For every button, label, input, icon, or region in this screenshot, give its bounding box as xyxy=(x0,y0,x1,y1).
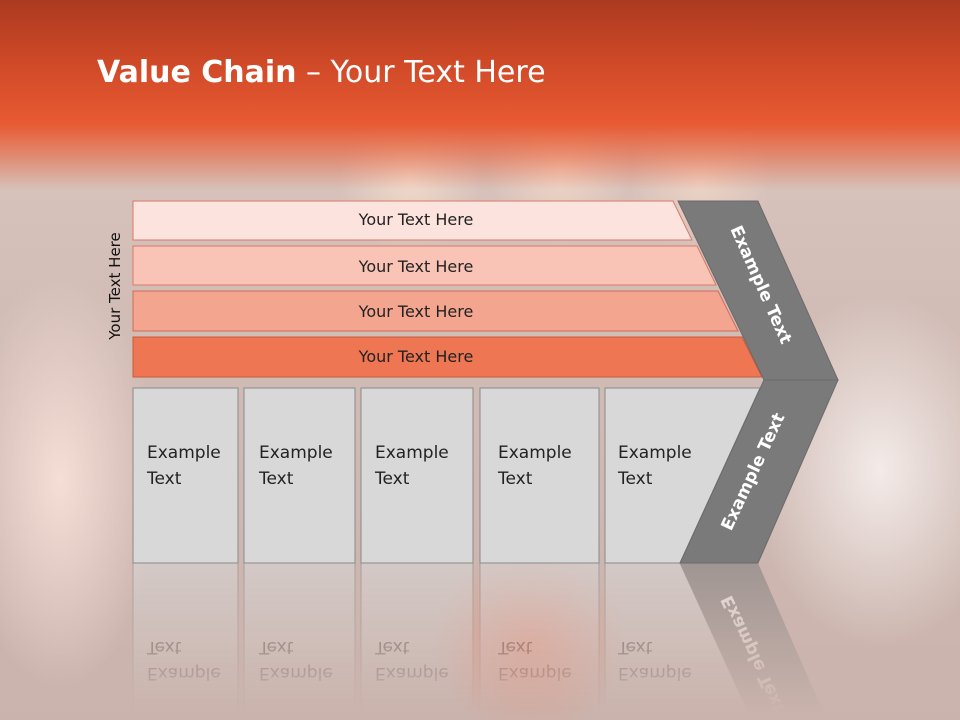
bar-3-label: Your Text Here xyxy=(358,302,474,321)
box-3 xyxy=(360,387,474,564)
chevron-lower xyxy=(679,379,839,564)
box-4-line1: Example xyxy=(498,443,572,463)
box-2 xyxy=(243,387,356,564)
slide-title-bold: Value Chain xyxy=(97,55,297,90)
bar-2 xyxy=(132,245,717,286)
box-3-line1: Example xyxy=(375,443,449,463)
bar-2-label: Your Text Here xyxy=(358,257,474,276)
box-4 xyxy=(479,387,600,564)
reflection-box-4-line2: Text xyxy=(497,637,533,657)
reflection-box-2-line2: Text xyxy=(258,637,294,657)
box-1-line2: Text xyxy=(146,469,182,489)
bar-1 xyxy=(132,200,693,241)
reflection-box-4-line1: Example xyxy=(498,663,572,683)
reflection-box-1-line1: Example xyxy=(147,663,221,683)
box-5-line1: Example xyxy=(618,443,692,463)
bar-1-label: Your Text Here xyxy=(358,210,474,229)
header-band xyxy=(0,0,960,190)
reflection-box-5-line2: Text xyxy=(617,637,653,657)
bar-4 xyxy=(132,336,763,378)
reflection-text: Example Text Example Text Example Text E… xyxy=(146,592,789,716)
box-2-line1: Example xyxy=(259,443,333,463)
slide-title: Value Chain – Your Text Here xyxy=(97,55,546,90)
box-2-line2: Text xyxy=(258,469,294,489)
slide-title-rest: – Your Text Here xyxy=(296,55,546,90)
bar-3 xyxy=(132,290,739,332)
reflection-box-1-line2: Text xyxy=(146,637,182,657)
reflection-box-3-line1: Example xyxy=(375,663,449,683)
box-1-line1: Example xyxy=(147,443,221,463)
box-4-line2: Text xyxy=(497,469,533,489)
diagram-reflection: Example Text Example Text Example Text E… xyxy=(132,562,827,720)
box-1 xyxy=(132,387,239,564)
bar-4-label: Your Text Here xyxy=(358,347,474,366)
box-5-line2: Text xyxy=(617,469,653,489)
reflection-box-2-line1: Example xyxy=(259,663,333,683)
reflection-box-3-line2: Text xyxy=(374,637,410,657)
box-3-line2: Text xyxy=(374,469,410,489)
reflection-box-5-line1: Example xyxy=(618,663,692,683)
